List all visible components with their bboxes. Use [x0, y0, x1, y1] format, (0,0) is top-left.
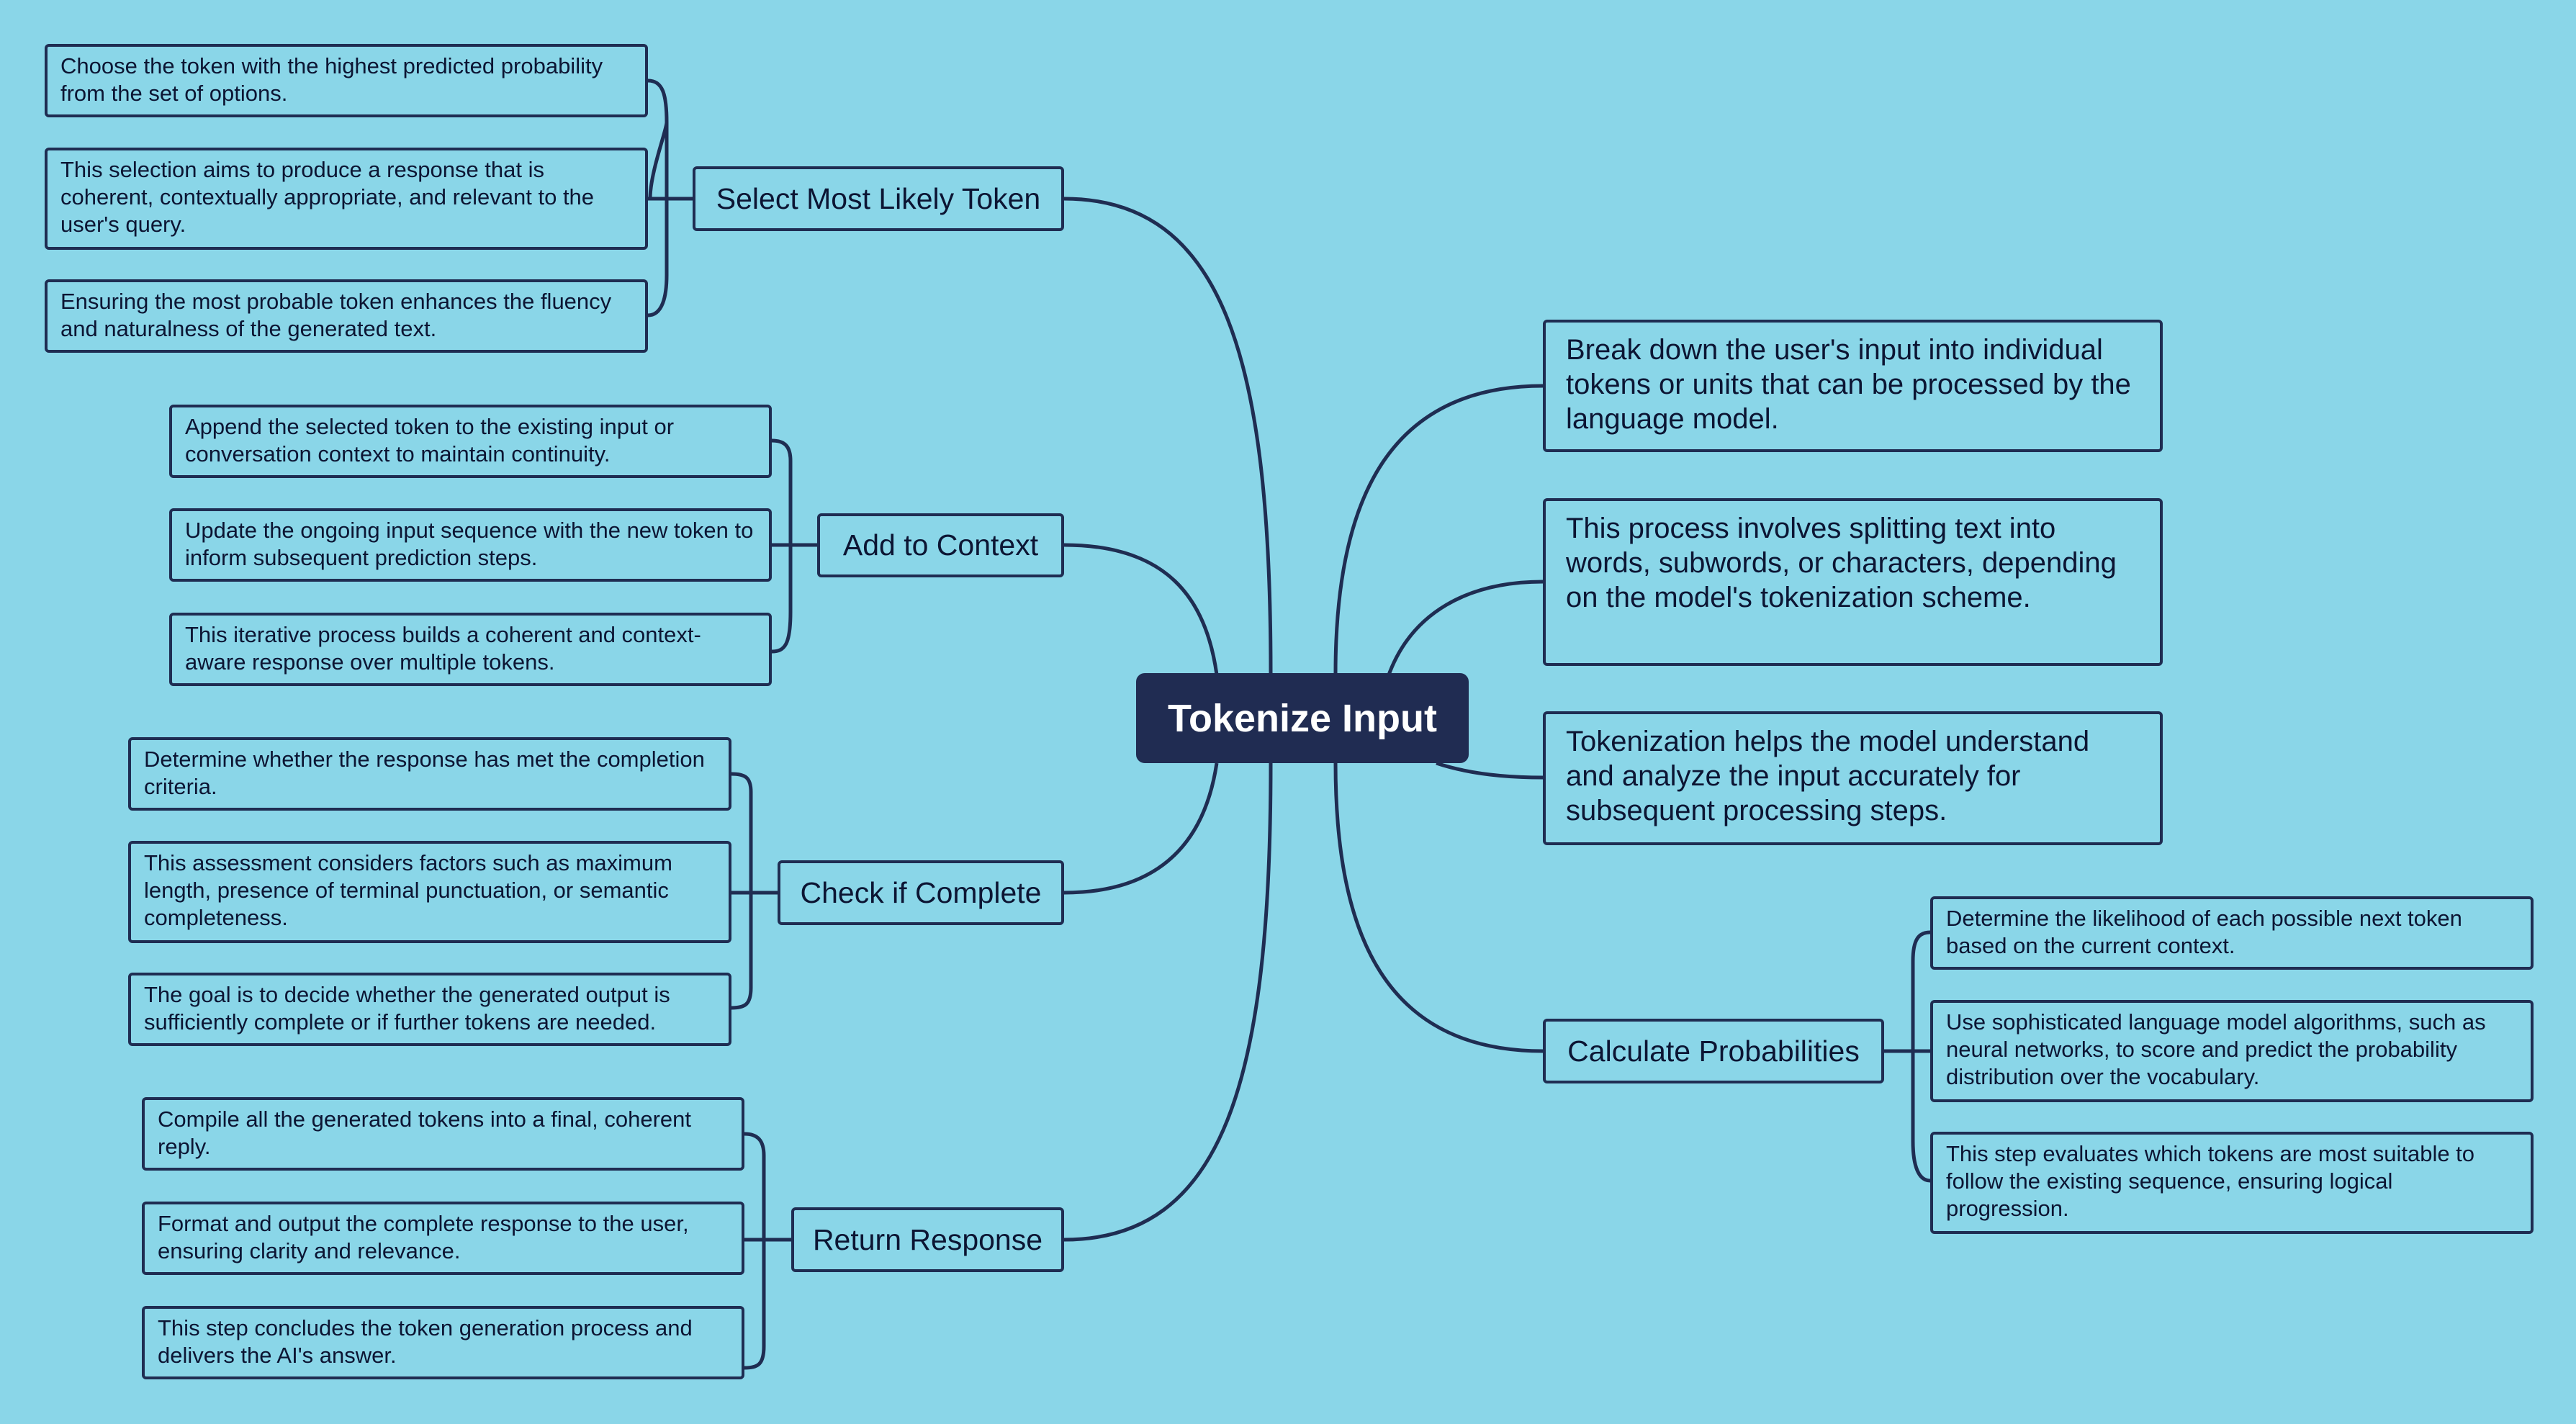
detail-node[interactable]: Use sophisticated language model algorit… — [1930, 1000, 2534, 1102]
detail-node[interactable]: Ensuring the most probable token enhance… — [45, 279, 648, 353]
detail-node[interactable]: Compile all the generated tokens into a … — [142, 1097, 744, 1171]
branch-label: Check if Complete — [800, 875, 1042, 909]
detail-node[interactable]: This step evaluates which tokens are mos… — [1930, 1132, 2534, 1234]
detail-node[interactable]: The goal is to decide whether the genera… — [128, 973, 731, 1046]
branch-label: Select Most Likely Token — [716, 181, 1041, 215]
branch-select-most-likely-token[interactable]: Select Most Likely Token — [693, 166, 1064, 231]
detail-node[interactable]: This assessment considers factors such a… — [128, 841, 731, 943]
detail-node[interactable]: This step concludes the token generation… — [142, 1306, 744, 1379]
topic-text: Break down the user's input into individ… — [1566, 334, 2131, 435]
branch-add-to-context[interactable]: Add to Context — [817, 513, 1064, 577]
detail-node[interactable]: Choose the token with the highest predic… — [45, 44, 648, 117]
connector-central-to-select — [1063, 197, 1273, 674]
detail-node[interactable]: Update the ongoing input sequence with t… — [169, 508, 772, 582]
detail-text: This selection aims to produce a respons… — [60, 157, 595, 237]
bracket-return — [744, 1132, 791, 1370]
topic-node[interactable]: This process involves splitting text int… — [1543, 498, 2163, 666]
detail-text: Update the ongoing input sequence with t… — [185, 518, 754, 570]
branch-label: Calculate Probabilities — [1567, 1034, 1860, 1068]
connector-central-to-calculate — [1333, 762, 1544, 1053]
connector-central-to-check-complete — [1063, 762, 1219, 895]
topic-text: This process involves splitting text int… — [1566, 513, 2117, 613]
branch-check-if-complete[interactable]: Check if Complete — [778, 860, 1064, 925]
detail-text: Use sophisticated language model algorit… — [1946, 1009, 2486, 1089]
branch-calculate-probabilities[interactable]: Calculate Probabilities — [1543, 1019, 1884, 1083]
connector-central-to-topic-1 — [1333, 384, 1544, 674]
bracket-add-context — [771, 438, 817, 654]
detail-text: Determine whether the response has met t… — [144, 747, 705, 799]
detail-text: The goal is to decide whether the genera… — [144, 982, 670, 1035]
central-node-label: Tokenize Input — [1168, 696, 1437, 740]
topic-node[interactable]: Tokenization helps the model understand … — [1543, 711, 2163, 845]
detail-text: Append the selected token to the existin… — [185, 414, 675, 467]
branch-label: Return Response — [812, 1222, 1043, 1256]
bracket-select — [647, 78, 693, 317]
detail-text: Choose the token with the highest predic… — [60, 53, 603, 106]
branch-return-response[interactable]: Return Response — [791, 1207, 1064, 1272]
detail-text: This assessment considers factors such a… — [144, 850, 672, 930]
connector-central-to-topic-3 — [1436, 761, 1544, 780]
branch-label: Add to Context — [842, 528, 1039, 562]
detail-text: This step evaluates which tokens are mos… — [1946, 1141, 2475, 1221]
detail-node[interactable]: Determine the likelihood of each possibl… — [1930, 896, 2534, 970]
detail-text: Format and output the complete response … — [158, 1211, 689, 1263]
detail-text: This iterative process builds a coherent… — [185, 622, 701, 675]
connector-central-to-add-context — [1063, 543, 1219, 675]
detail-text: Ensuring the most probable token enhance… — [60, 289, 612, 341]
connector-central-to-topic-2 — [1386, 580, 1544, 677]
bracket-check-complete — [731, 772, 778, 1010]
detail-node[interactable]: Append the selected token to the existin… — [169, 405, 772, 478]
detail-text: Compile all the generated tokens into a … — [158, 1107, 692, 1159]
bracket-calculate — [1884, 930, 1931, 1183]
detail-text: Determine the likelihood of each possibl… — [1946, 906, 2462, 958]
detail-node[interactable]: This iterative process builds a coherent… — [169, 613, 772, 686]
detail-text: This step concludes the token generation… — [158, 1315, 693, 1368]
detail-node[interactable]: Determine whether the response has met t… — [128, 737, 731, 811]
topic-text: Tokenization helps the model understand … — [1566, 726, 2090, 826]
topic-node[interactable]: Break down the user's input into individ… — [1543, 320, 2163, 452]
central-node[interactable]: Tokenize Input — [1136, 673, 1469, 763]
detail-node[interactable]: Format and output the complete response … — [142, 1202, 744, 1275]
detail-node[interactable]: This selection aims to produce a respons… — [45, 148, 648, 250]
connector-central-to-return — [1063, 762, 1273, 1242]
